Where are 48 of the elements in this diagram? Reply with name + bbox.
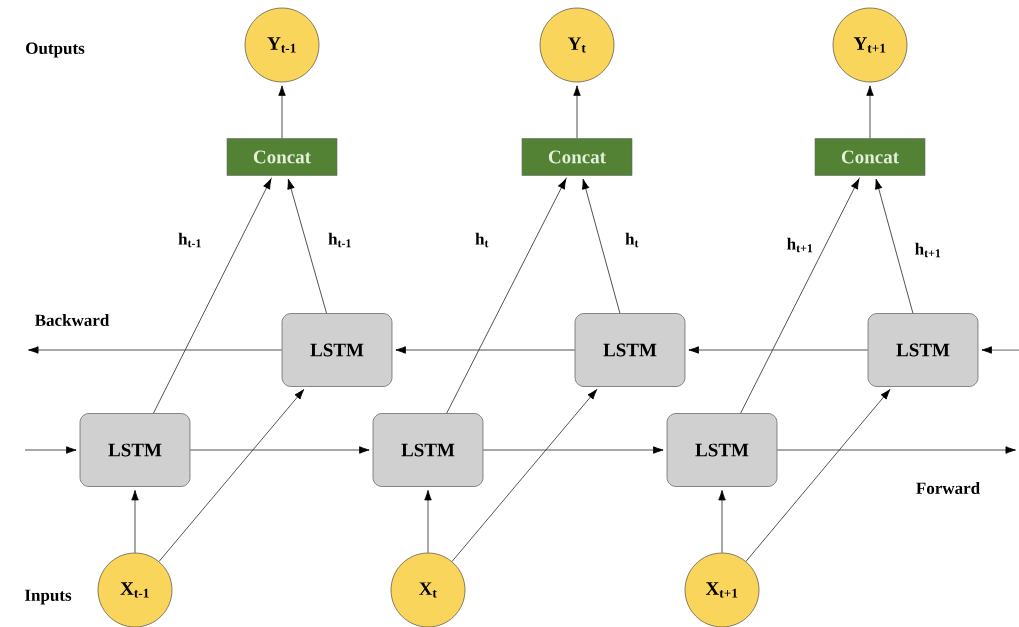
- circle-node: Y$_{t+1}$: [832, 7, 908, 83]
- edge-label: h$_{t+1}$: [913, 241, 943, 259]
- arrow: [153, 178, 272, 414]
- arrow: [28, 346, 283, 354]
- row-label: Backward: [35, 314, 110, 326]
- lstm-box: LSTM: [372, 413, 484, 487]
- circle-node: X$_{t-1}$: [97, 552, 173, 627]
- lstm-box: LSTM: [574, 313, 686, 387]
- edge-label: h$_{t+1}$: [785, 236, 815, 254]
- edge-label: h$_{t-1}$: [327, 231, 353, 249]
- lstm-box: LSTM: [666, 413, 778, 487]
- row-label: Outputs: [26, 42, 85, 58]
- edge-label: h$_{t}$: [624, 231, 640, 249]
- concat-box: Concat: [521, 138, 633, 176]
- edge-label: h$_{t}$: [474, 231, 490, 249]
- concat-box: Concat: [814, 138, 926, 176]
- row-label: Inputs: [24, 589, 72, 605]
- arrow: [740, 178, 860, 414]
- arrow: [688, 346, 869, 354]
- arrow: [573, 85, 581, 139]
- arrow: [745, 389, 891, 562]
- row-label: Forward: [916, 482, 980, 494]
- arrow: [482, 446, 664, 454]
- circle-node: X$_{t}$: [390, 552, 466, 627]
- edge-label: h$_{t-1}$: [177, 231, 203, 249]
- arrow: [278, 85, 286, 139]
- lstm-box: LSTM: [79, 413, 191, 487]
- circle-node: X$_{t+1}$: [684, 552, 760, 627]
- arrow: [158, 389, 305, 562]
- circle-node: Y$_{t}$: [539, 7, 615, 83]
- arrow: [395, 346, 576, 354]
- arrow: [131, 490, 139, 554]
- arrow: [24, 446, 77, 454]
- arrow: [446, 178, 567, 414]
- arrow: [424, 490, 432, 554]
- lstm-box: LSTM: [281, 313, 393, 387]
- arrow: [981, 346, 1019, 354]
- concat-box: Concat: [226, 138, 338, 176]
- arrow: [776, 446, 1016, 454]
- arrow: [718, 490, 726, 554]
- arrow: [451, 389, 598, 562]
- arrow: [582, 178, 621, 314]
- arrow: [866, 85, 874, 139]
- circle-node: Y$_{t-1}$: [244, 7, 320, 83]
- lstm-box: LSTM: [867, 313, 979, 387]
- arrow: [287, 178, 327, 314]
- arrow: [189, 446, 370, 454]
- arrow: [875, 178, 914, 314]
